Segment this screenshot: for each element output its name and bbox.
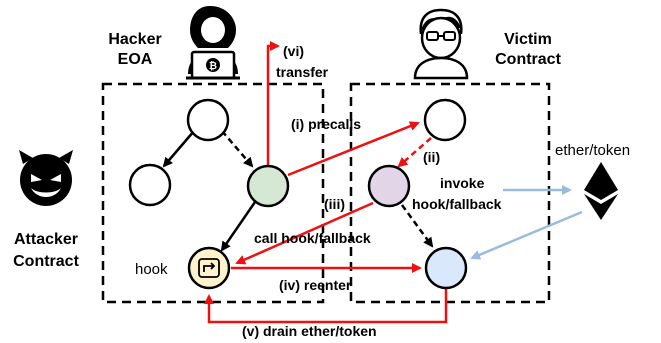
victim-label-line1: Victim [504,31,552,48]
edge-root-green [221,130,254,168]
victim-contract-boundary [349,82,551,304]
invoke-label-line2: hook/fallback [412,196,502,212]
devil-icon [19,150,73,206]
hook-label: hook [135,261,168,278]
victim-label-line2: Contract [495,51,561,68]
arrow-ether-to-victim [470,210,583,260]
node-victim-purple [367,164,411,208]
hacker-icon: ₿ [186,6,240,80]
return-arrow-icon [198,258,220,278]
svg-text:₿: ₿ [209,60,217,72]
hacker-label-line1: Hacker [108,31,161,48]
arrow-ii [397,137,432,168]
hacker-label-line2: EOA [118,51,153,68]
step-vi-label: (vi) [283,43,304,59]
node-attacker-green [246,164,290,208]
edge-purple-blue [400,204,434,248]
person-icon [413,8,469,80]
ether-token-label: ether/token [555,142,630,159]
arrow-drain [204,288,448,324]
arrow-call-hook [235,201,374,265]
invoke-label-line1: invoke [440,175,485,191]
step-ii-label: (ii) [423,149,440,165]
step-drain-label: (v) drain ether/token [242,323,377,339]
edge-green-hook [220,201,257,252]
step-reenter-label: (iv) reenter [279,277,352,293]
node-attacker-left [128,163,172,207]
step-iii-label: (iii) [324,196,345,212]
step-call-hook-label: call hook/fallback [254,230,371,246]
step-transfer-label: transfer [276,64,329,80]
node-attacker-root [186,98,230,142]
arrow-transfer [266,41,280,166]
arrow-precalls [287,121,420,177]
step-precalls-label: (i) precalls [291,116,361,132]
node-victim-blue [424,246,468,290]
edge-root-left [162,130,195,168]
attacker-label-line2: Contract [13,253,79,270]
ethereum-icon [584,162,618,220]
node-victim-top [423,98,467,142]
attacker-label-line1: Attacker [14,231,78,248]
node-hook [187,246,231,290]
